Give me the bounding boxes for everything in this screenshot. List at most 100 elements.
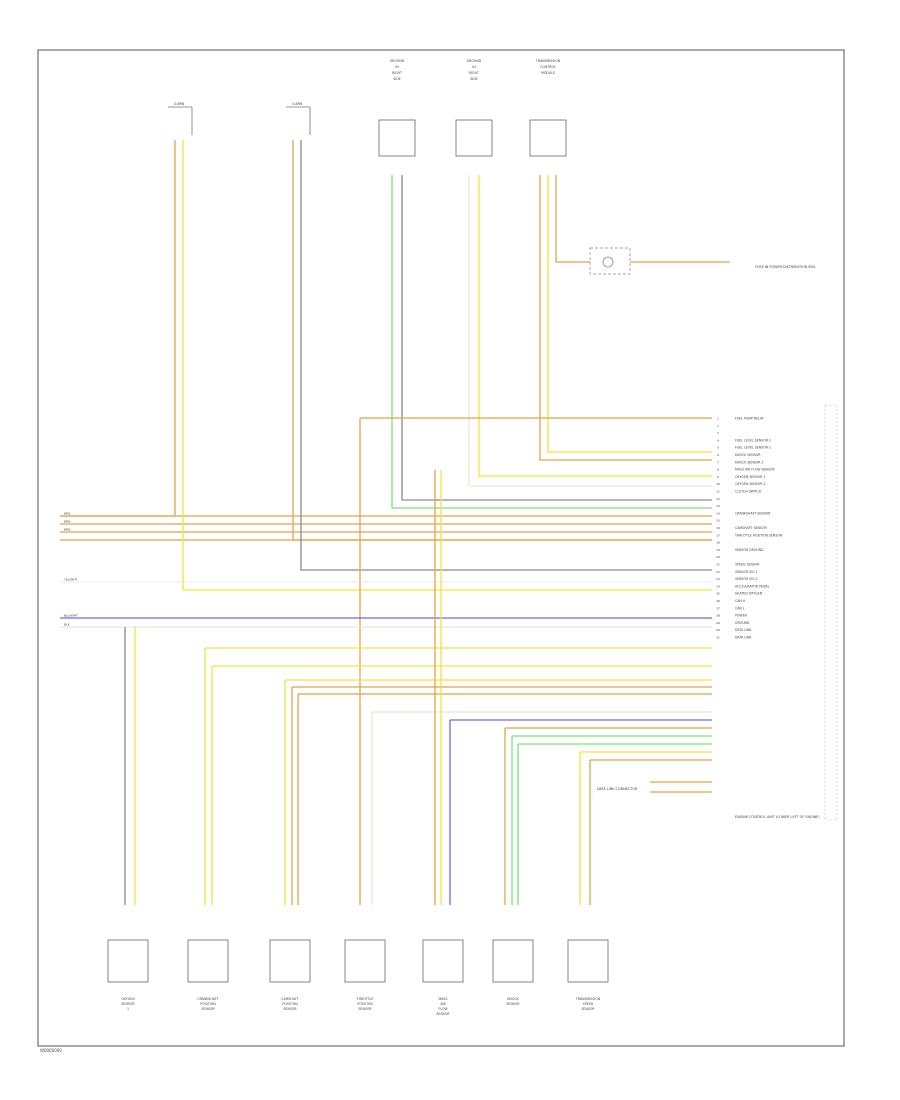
ecu-pin-number: 1 xyxy=(717,417,719,421)
ecu-pin-label: CAN H xyxy=(735,599,746,603)
top-connector-label: IN xyxy=(472,65,476,69)
left-wire-label: BRN xyxy=(64,520,70,524)
top-connector-label: RIGHT xyxy=(469,71,479,75)
harness-wire xyxy=(182,140,712,591)
ecu-pin-number: 13 xyxy=(716,504,720,508)
ecu-pin-number: 23 xyxy=(716,577,720,581)
ecu-pin-label: FUEL PUMP RELAY xyxy=(735,417,764,421)
top-connector-box xyxy=(378,119,416,157)
ecu-pin-number: 31 xyxy=(716,636,720,640)
bottom-component-label: SPEED xyxy=(583,1002,594,1006)
ecu-pin-number: 6 xyxy=(717,453,719,457)
bottom-component-label: FLOW xyxy=(438,1007,448,1011)
ecu-pin-label: CRANKSHAFT SENSOR xyxy=(735,511,771,515)
bottom-component-label: POSITION xyxy=(357,1002,373,1006)
ecu-pin-label: HEATED OXYGEN xyxy=(735,592,763,596)
ecu-pin-label: THROTTLE POSITION SENSOR xyxy=(734,533,783,537)
ecu-pin-number: 9 xyxy=(717,475,719,479)
bottom-component-label: SENSOR xyxy=(283,1007,297,1011)
ecu-pin-number: 2 xyxy=(717,424,719,428)
bottom-component-label: SENSOR xyxy=(436,1012,450,1016)
harness-wire xyxy=(478,175,712,477)
diagram-frame xyxy=(37,49,845,1047)
ecu-pin-number: 14 xyxy=(716,511,720,515)
bottom-component-box xyxy=(567,939,609,983)
harness-wire xyxy=(555,175,590,263)
ecu-pin-number: 3 xyxy=(717,431,719,435)
top-connector-label: MODULE xyxy=(541,71,555,75)
top-connector-label: SIDE xyxy=(470,77,477,81)
left-wire-label: BRN xyxy=(64,512,70,516)
data-link-label: DATA LINK CONNECTOR xyxy=(597,787,638,791)
ecu-pin-number: 5 xyxy=(717,446,719,450)
bottom-component-label: SENSOR xyxy=(581,1007,595,1011)
ecu-pin-label: FUEL LEVEL SENSOR 1 xyxy=(735,438,771,442)
left-wire-label: BRN xyxy=(64,528,70,532)
ecu-pin-number: 29 xyxy=(716,621,720,625)
page-code: W0000000 xyxy=(40,1048,62,1053)
ecu-pin-label: SENSOR SIG 1 xyxy=(735,570,758,574)
top-connector-label: G.BRN xyxy=(292,102,303,106)
ecu-pin-label: KNOCK SENSOR xyxy=(735,453,761,457)
ecu-pin-label: DATA LINK xyxy=(735,636,752,640)
top-connector-label: TRANSMISSION xyxy=(535,59,561,63)
bottom-component-label: SENSOR xyxy=(506,1002,520,1006)
ecu-pin-number: 30 xyxy=(716,628,720,632)
harness-wire xyxy=(539,175,712,461)
ecu-pin-number: 17 xyxy=(716,533,720,537)
ecu-pin-label: SENSOR SIG 2 xyxy=(735,577,758,581)
ecu-pin-label: CAN L xyxy=(735,606,745,610)
bottom-component-label: CRANKSHAFT xyxy=(197,997,218,1001)
ecu-pin-label: KNOCK SENSOR 2 xyxy=(735,460,764,464)
left-wire-label: BLU/WHT xyxy=(64,614,78,618)
ecu-pin-number: 25 xyxy=(716,592,720,596)
ecu-pin-label: FUEL LEVEL SENSOR 2 xyxy=(735,446,771,450)
ecu-pin-number: 4 xyxy=(717,438,719,442)
ecu-pin-number: 11 xyxy=(716,490,720,494)
ecu-pin-number: 19 xyxy=(716,548,720,552)
ecu-pin-number: 26 xyxy=(716,599,720,603)
bottom-component-label: OXYGEN xyxy=(121,997,135,1001)
ecu-pin-number: 16 xyxy=(716,526,720,530)
ecu-pin-number: 18 xyxy=(716,541,720,545)
ecu-pin-number: 15 xyxy=(716,519,720,523)
wire-group xyxy=(60,106,730,905)
bottom-component-box xyxy=(422,939,464,983)
left-wire-label: BLK xyxy=(64,623,71,627)
harness-wire xyxy=(292,140,712,541)
ecu-pin-label: DATA LINK xyxy=(735,628,752,632)
fuse-box xyxy=(589,247,631,275)
harness-wire xyxy=(547,175,712,453)
harness-wire xyxy=(60,140,176,517)
harness-wire xyxy=(468,175,712,487)
ecu-pin-number: 24 xyxy=(716,584,720,588)
bottom-component-label: TRANSMISSION xyxy=(575,997,601,1001)
top-connector-label: G.BRN xyxy=(174,102,185,106)
left-wire-label: YEL/WHT xyxy=(64,578,78,582)
top-connector-box xyxy=(529,119,567,157)
top-connector-label: IN xyxy=(395,65,399,69)
top-connector-label: RIGHT xyxy=(392,71,402,75)
bottom-component-label: SENSOR xyxy=(358,1007,372,1011)
ecu-pin-number: 8 xyxy=(717,468,719,472)
ecu-pin-label: MASS AIR FLOW SENSOR xyxy=(735,468,775,472)
bottom-component-label: POSITION xyxy=(200,1002,216,1006)
bottom-component-label: SENSOR xyxy=(121,1002,135,1006)
top-connector-label: SIDE xyxy=(393,77,400,81)
ecu-label: ENGINE CONTROL UNIT (LOWER LEFT OF ENGIN… xyxy=(735,815,820,819)
ecu-pin-label: SPEED SENSOR xyxy=(735,563,760,567)
ecu-pin-label: OXYGEN SENSOR 2 xyxy=(735,482,766,486)
harness-wire xyxy=(300,140,712,571)
bottom-component-label: POSITION xyxy=(282,1002,298,1006)
top-connector-box xyxy=(455,119,493,157)
ecu-pin-label: CLUTCH SWITCH xyxy=(735,490,762,494)
ecu-pin-label: ACCELERATOR PEDAL xyxy=(735,584,770,588)
bottom-component-box xyxy=(492,939,534,983)
ecu-pin-number: 22 xyxy=(716,570,720,574)
top-connector-label: GROUND xyxy=(467,59,482,63)
ecu-pin-number: 7 xyxy=(717,460,719,464)
bottom-component-label: CAMSHAFT xyxy=(281,997,299,1001)
bottom-component-label: SENSOR xyxy=(201,1007,215,1011)
ecu-pin-label: GROUND xyxy=(735,621,750,625)
